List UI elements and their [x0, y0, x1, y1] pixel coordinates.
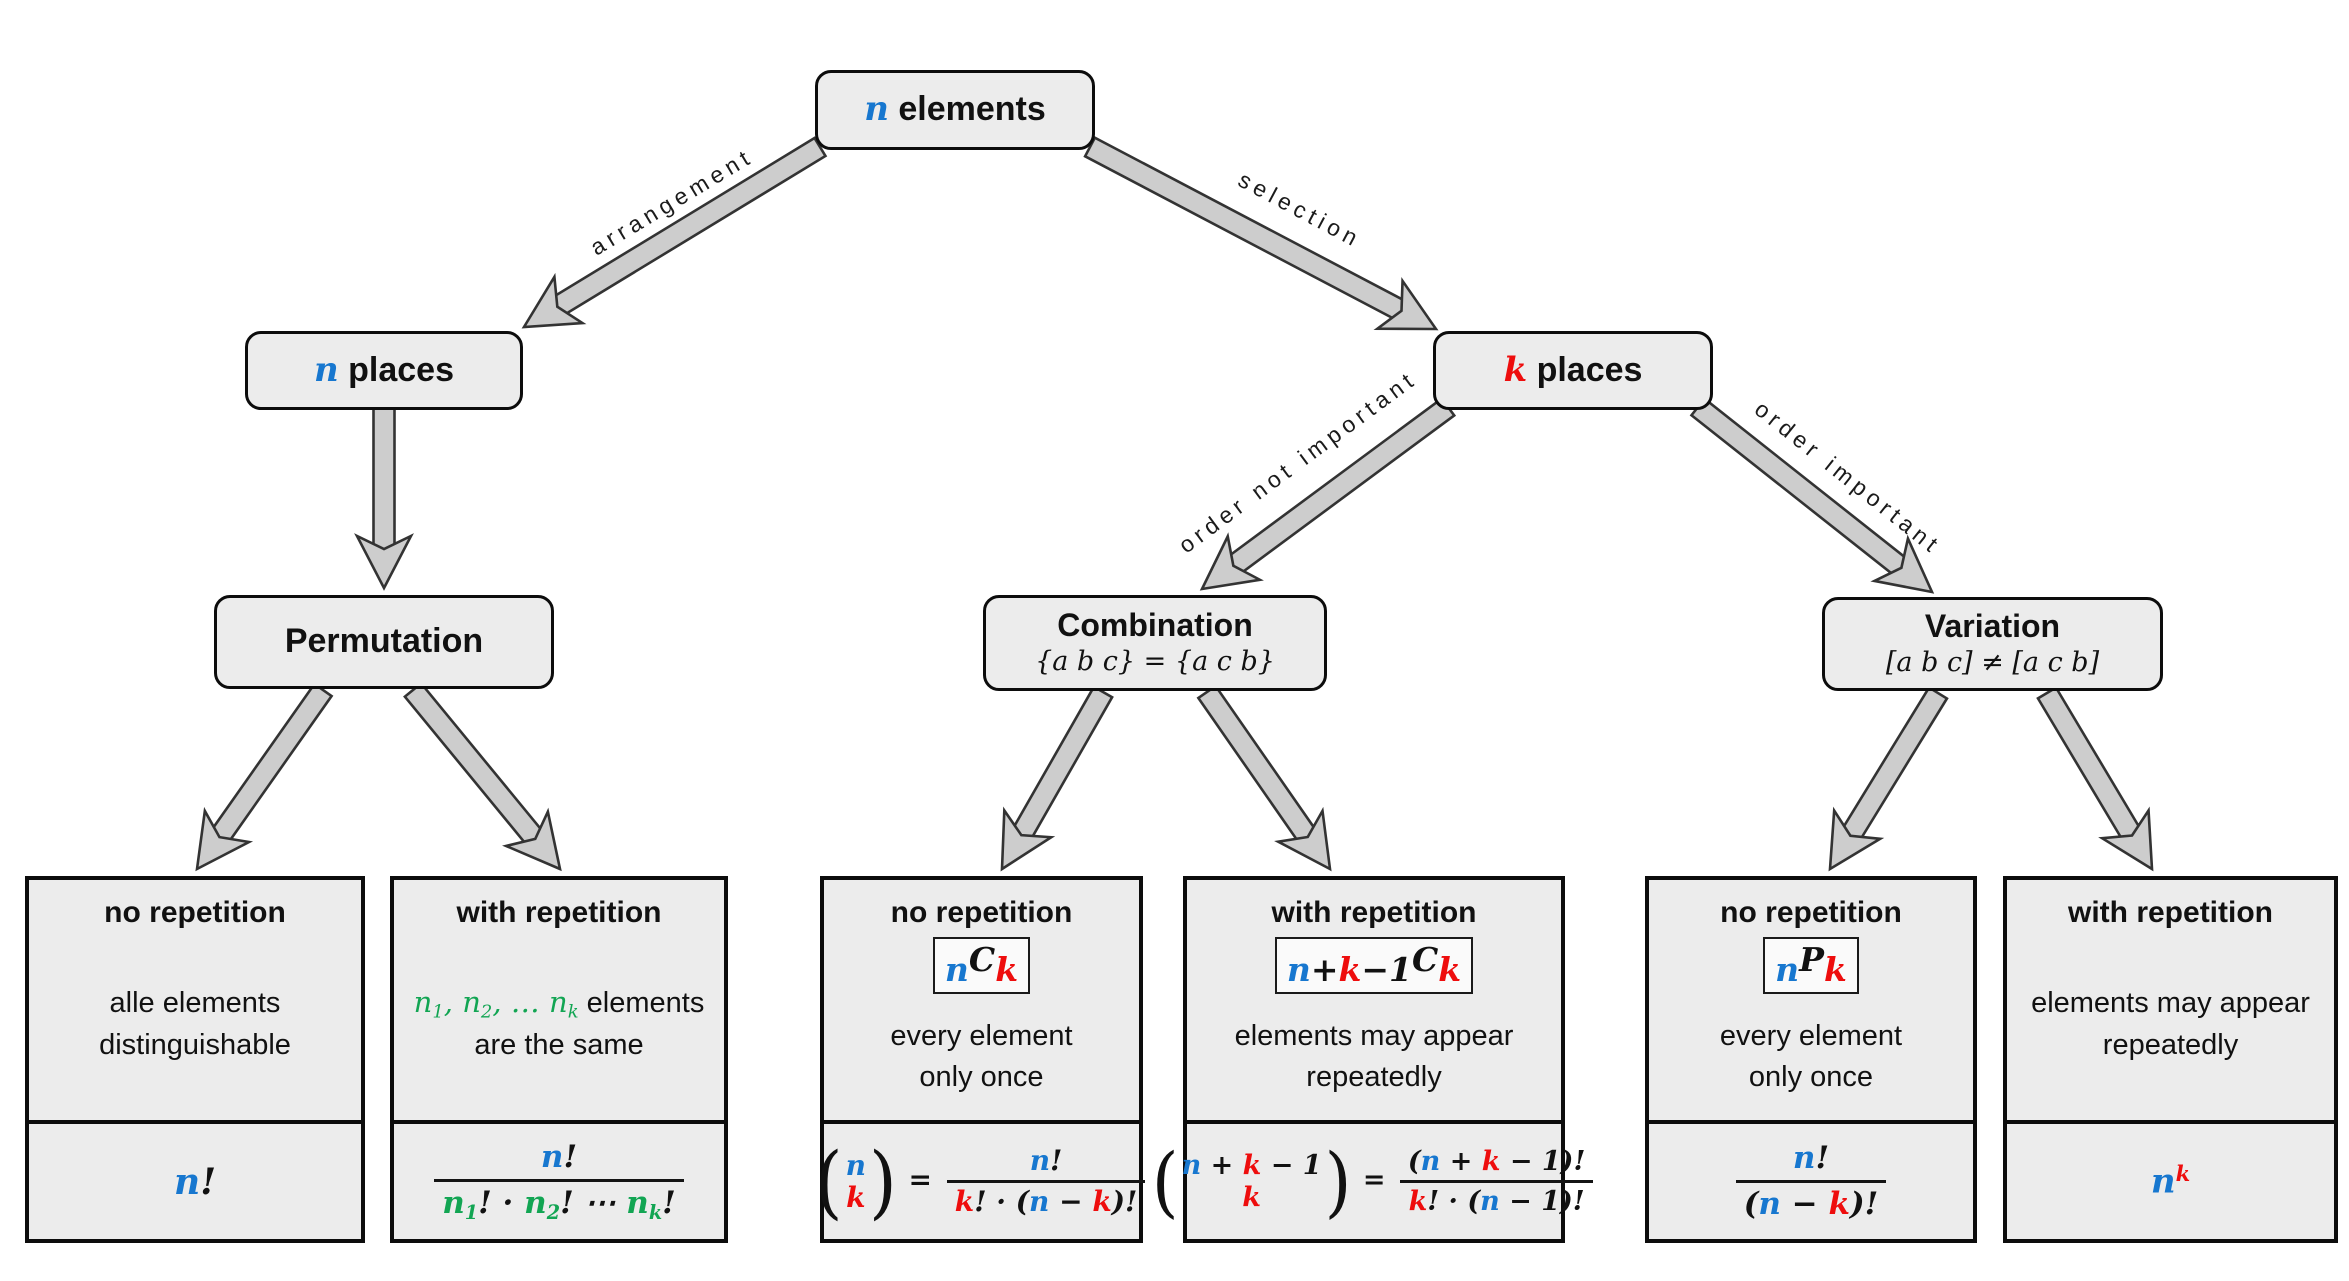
arrow-head: [502, 807, 562, 872]
node-title: Variation: [1924, 607, 2061, 644]
leaf-description: every element only once: [1719, 1020, 1903, 1094]
leaf-title: with repetition: [2068, 896, 2273, 929]
arrow-head: [1870, 534, 1935, 594]
arrow-stem: [403, 681, 546, 848]
arrow-head: [1000, 806, 1056, 872]
node-permutation: Permutation: [214, 595, 554, 689]
arrow-head: [2098, 806, 2154, 872]
node-title: n elements: [864, 89, 1046, 130]
arrow-head: [1828, 806, 1885, 872]
arrow-stem: [1010, 685, 1114, 843]
node-n-elements: n elements: [815, 70, 1095, 150]
leaf-title: no repetition: [104, 896, 286, 929]
leaf-description: elements may appear repeatedly: [1234, 1020, 1514, 1094]
leaf-formula: n!n1! · n2! ⋯ nk!: [394, 1120, 724, 1239]
arrow-stem: [550, 136, 828, 318]
arrow-head: [1274, 806, 1332, 872]
node-title: Combination: [1057, 606, 1253, 643]
leaf-formula: n!: [29, 1120, 361, 1239]
leaf-description: every element only once: [890, 1020, 1073, 1094]
node-title: n places: [313, 349, 455, 390]
arrow-stem: [1839, 685, 1949, 844]
arrow-head: [1199, 532, 1264, 591]
leaf-description: alle elements distinguishable: [99, 987, 291, 1061]
leaf-box-variation-with-repetition: with repetition elements may appear repe…: [2003, 876, 2338, 1243]
arrow-head: [354, 533, 414, 591]
node-k-places: k places: [1433, 331, 1713, 410]
node-combination: Combination {a b c} = {a c b}: [983, 595, 1327, 691]
node-variation: Variation [a b c] ≠ [a c b]: [1822, 597, 2163, 691]
arrow-stem: [1196, 684, 1319, 845]
notation-badge-nPk: nPk: [1763, 937, 1859, 995]
leaf-title: no repetition: [890, 896, 1073, 929]
leaf-description: elements may appear repeatedly: [2031, 987, 2310, 1061]
leaf-formula: nk: [2007, 1120, 2334, 1239]
leaf-formula: n!(n − k)!: [1649, 1120, 1973, 1239]
arrow-stem: [209, 682, 334, 845]
node-subtitle: [a b c] ≠ [a c b]: [1885, 646, 2100, 678]
arrow-head: [521, 272, 587, 329]
node-title: Permutation: [284, 622, 484, 661]
leaf-box-combination-no-repetition: no repetition nCk every element only onc…: [815, 876, 1146, 1243]
arrow-head: [195, 806, 254, 872]
leaf-title: with repetition: [456, 896, 662, 929]
leaf-box-variation-no-repetition: no repetition nPk every element only onc…: [1645, 876, 1977, 1243]
node-title: k places: [1503, 349, 1643, 390]
notation-badge-nCk: nCk: [932, 937, 1031, 995]
leaf-box-permutation-no-repetition: no repetition alle elements distinguisha…: [25, 876, 365, 1243]
arrow-head: [1373, 276, 1439, 331]
arrow-stem: [372, 406, 396, 551]
leaf-description: n1, n2, … nk elements are the same: [413, 985, 705, 1062]
node-n-places: n places: [245, 331, 523, 410]
notation-badge-n+k-1Ck: n+k−1Ck: [1274, 937, 1474, 995]
node-subtitle: {a b c} = {a c b}: [1035, 645, 1275, 677]
leaf-box-permutation-with-repetition: with repetition n1, n2, … nk elements ar…: [390, 876, 728, 1243]
leaf-title: no repetition: [1720, 896, 1902, 929]
leaf-title: with repetition: [1271, 896, 1477, 929]
arrow-stem: [2036, 685, 2143, 843]
leaf-box-combination-with-repetition: with repetition n+k−1Ck elements may app…: [1152, 876, 1594, 1243]
